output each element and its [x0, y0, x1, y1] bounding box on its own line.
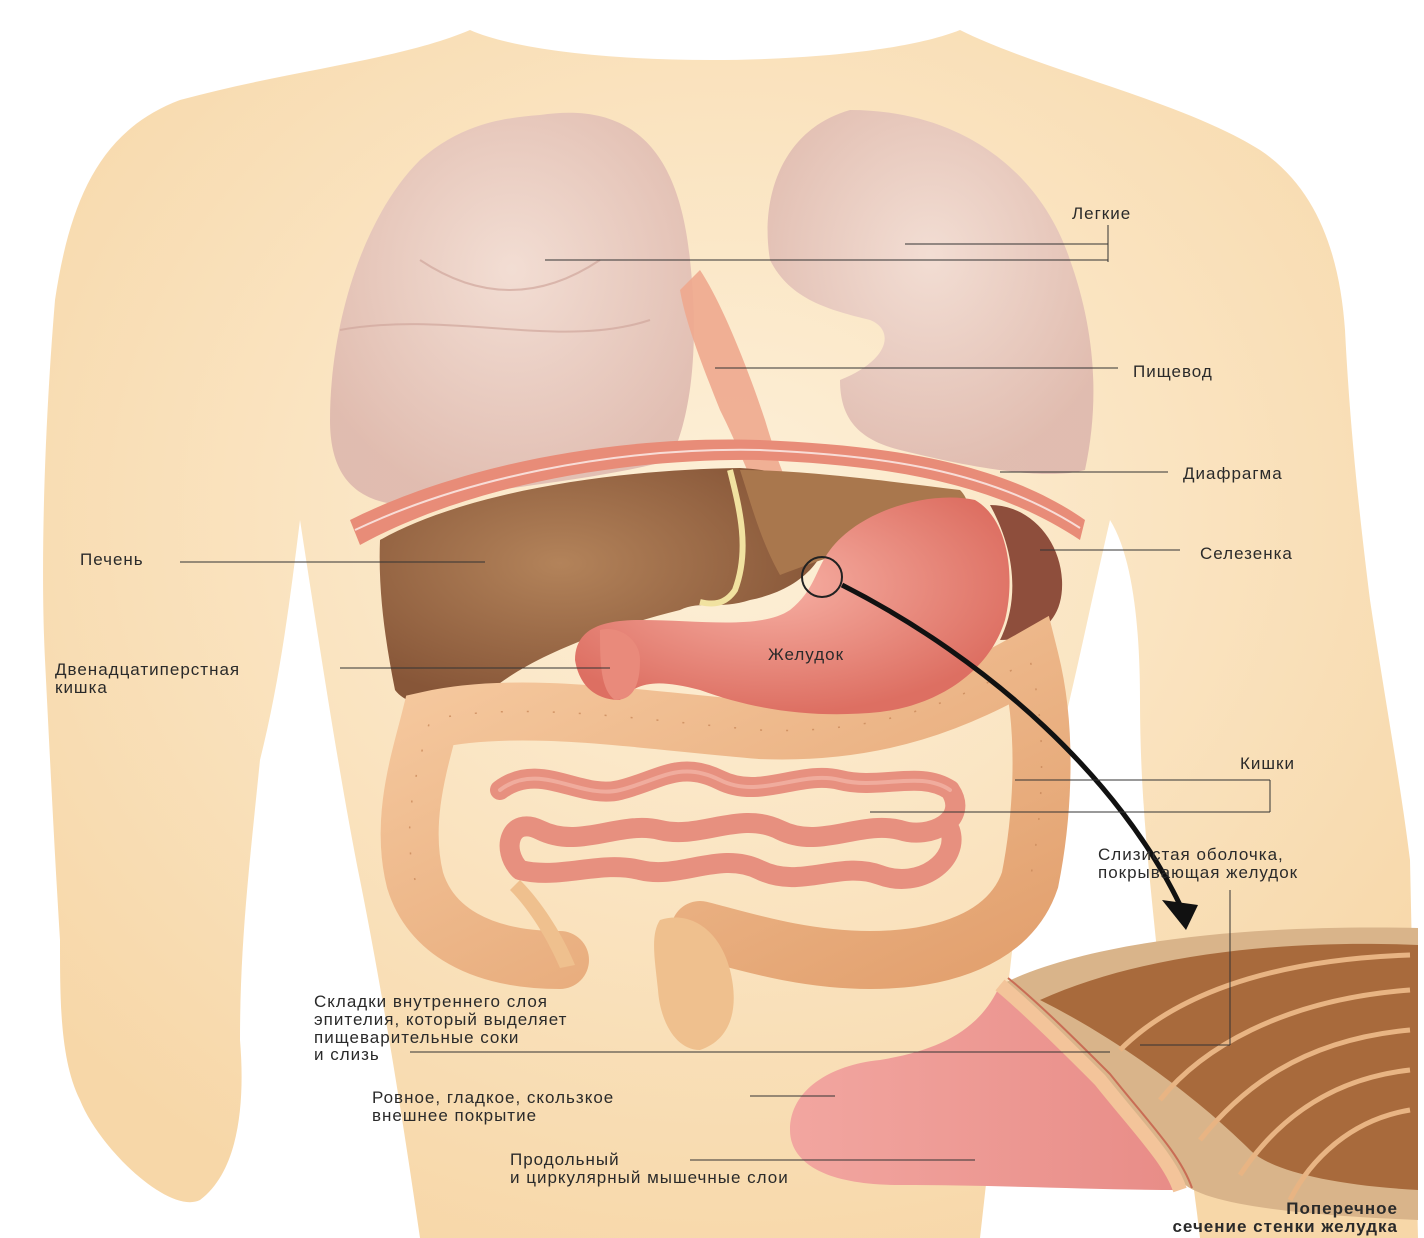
- label-spleen: Селезенка: [1200, 544, 1293, 563]
- label-duodenum-line1: Двенадцатиперстная: [55, 660, 240, 679]
- label-lungs: Легкие: [1072, 204, 1131, 223]
- label-muscle-line1: Продольный: [510, 1150, 620, 1169]
- label-section-line2: сечение стенки желудка: [1172, 1217, 1398, 1236]
- label-intestines: Кишки: [1240, 754, 1295, 773]
- label-diaphragm: Диафрагма: [1183, 464, 1283, 483]
- label-folds-line1: Складки внутреннего слоя: [314, 992, 548, 1011]
- label-folds-line2: эпителия, который выделяет: [314, 1010, 567, 1029]
- label-folds-line4: и слизь: [314, 1045, 380, 1064]
- label-esophagus: Пищевод: [1133, 362, 1213, 381]
- label-liver: Печень: [80, 550, 144, 569]
- label-duodenum-line2: кишка: [55, 678, 108, 697]
- label-mucosa-line2: покрывающая желудок: [1098, 863, 1298, 882]
- label-section-line1: Поперечное: [1286, 1199, 1398, 1218]
- label-serosa-line2: внешнее покрытие: [372, 1106, 537, 1125]
- label-muscle-line2: и циркулярный мышечные слои: [510, 1168, 789, 1187]
- label-stomach: Желудок: [768, 645, 844, 664]
- label-serosa-line1: Ровное, гладкое, скользкое: [372, 1088, 614, 1107]
- label-mucosa-line1: Слизистая оболочка,: [1098, 845, 1284, 864]
